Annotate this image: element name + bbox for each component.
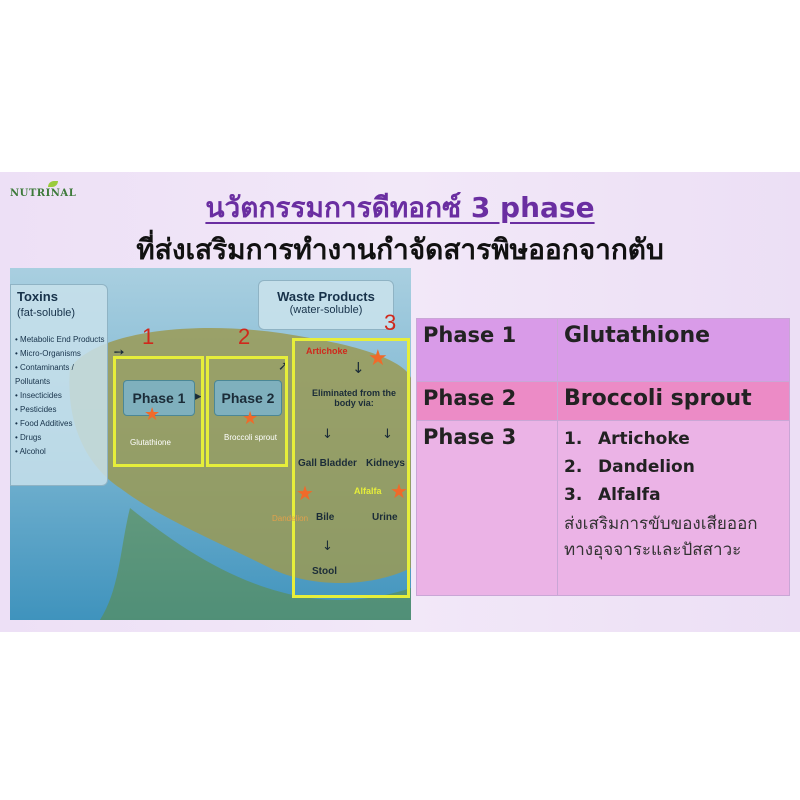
liver-detox-diagram: Toxins (fat-soluble) Metabolic End Produ… [10,268,411,620]
list-text: Dandelion [598,457,695,477]
list-item: Insecticides [15,389,107,403]
arrow-down-icon: ↓ [352,359,365,377]
list-text: Artichoke [598,429,690,449]
list-item: 3. Alfalfa [564,481,785,509]
urine-label: Urine [372,512,398,523]
list-number: 2. [564,457,583,477]
phase3-cell: Phase 3 [416,420,558,596]
page-title: นวัตกรรมการดีทอกซ์ 3 phase [205,191,595,224]
bile-label: Bile [316,512,335,523]
step-number-1: 1 [142,324,155,349]
star-icon: ★ [144,404,161,425]
phase2-cell: Phase 2 [416,381,558,421]
table-row: Phase 1 Glutathione [416,318,790,382]
phase1-highlight-box [113,356,204,467]
gall-bladder-label: Gall Bladder [298,458,357,469]
phase1-sub: Glutathione [130,438,171,447]
list-text: Alfalfa [598,485,661,505]
list-item: Pesticides [15,403,107,417]
phase-table: Phase 1 Glutathione Phase 2 Broccoli spr… [416,318,790,596]
list-item: Metabolic End Products [15,333,107,347]
arrow-down-icon: ↓ [322,427,333,442]
alfalfa-label: Alfalfa [354,486,382,496]
star-icon: ★ [368,346,388,371]
toxins-panel: Toxins (fat-soluble) Metabolic End Produ… [10,284,108,486]
list-item: Drugs [15,431,107,445]
stool-label: Stool [312,566,337,577]
step-number-2: 2 [238,324,251,349]
arrow-down-icon: ↓ [322,539,333,554]
page-subtitle: ที่ส่งเสริมการทำงานกำจัดสารพิษออกจากตับ [136,233,664,266]
phase3-value: 1. Artichoke 2. Dandelion 3. Alfalfa ส่งเสร… [557,420,790,596]
waste-title: Waste Products [277,289,375,304]
eliminated-text: Eliminated from the body via: [311,388,396,408]
phase2-sub: Broccoli sprout [224,433,277,442]
list-item: Micro-Organisms [15,347,107,361]
phase2-box: Phase 2 [214,380,282,416]
list-item: Contaminants / Pollutants [15,361,107,389]
phase2-value: Broccoli sprout [557,381,790,421]
arrow-up-right-icon: ➚ [278,359,289,374]
arrow-down-icon: ↓ [382,427,393,442]
arrow-right-icon: ▸ [195,389,202,404]
phase2-highlight-box [206,356,288,467]
leaf-icon [48,181,58,187]
list-number: 3. [564,485,583,505]
phase3-list: 1. Artichoke 2. Dandelion 3. Alfalfa [564,425,785,509]
list-item: Alcohol [15,445,107,459]
phase1-box: Phase 1 [123,380,195,416]
table-row: Phase 2 Broccoli sprout [416,381,790,421]
brand-logo: NUTRINAL [10,188,77,199]
phase3-note: ส่งเสริมการขับของเสียออกทางอุจจาระและปัส… [564,514,758,560]
toxins-title: Toxins [17,289,58,304]
list-item: Food Additives [15,417,107,431]
star-icon: ★ [242,408,259,429]
star-icon: ★ [390,479,408,503]
phase1-value: Glutathione [557,318,790,382]
step-number-3: 3 [384,310,397,335]
list-item: 1. Artichoke [564,425,785,453]
toxins-list: Metabolic End Products Micro-Organisms C… [15,333,107,459]
kidneys-label: Kidneys [366,458,405,469]
list-number: 1. [564,429,583,449]
toxins-subtitle: (fat-soluble) [17,307,76,319]
list-item: 2. Dandelion [564,453,785,481]
dandelion-label: Dandelion [272,514,309,523]
phase3-highlight-box [292,338,410,598]
phase1-cell: Phase 1 [416,318,558,382]
star-icon: ★ [296,481,314,505]
waste-products-panel: Waste Products (water-soluble) [258,280,394,330]
waste-subtitle: (water-soluble) [289,304,363,316]
table-row: Phase 3 1. Artichoke 2. Dandelion 3. Alfalf… [416,420,790,596]
artichoke-label: Artichoke [306,346,348,356]
